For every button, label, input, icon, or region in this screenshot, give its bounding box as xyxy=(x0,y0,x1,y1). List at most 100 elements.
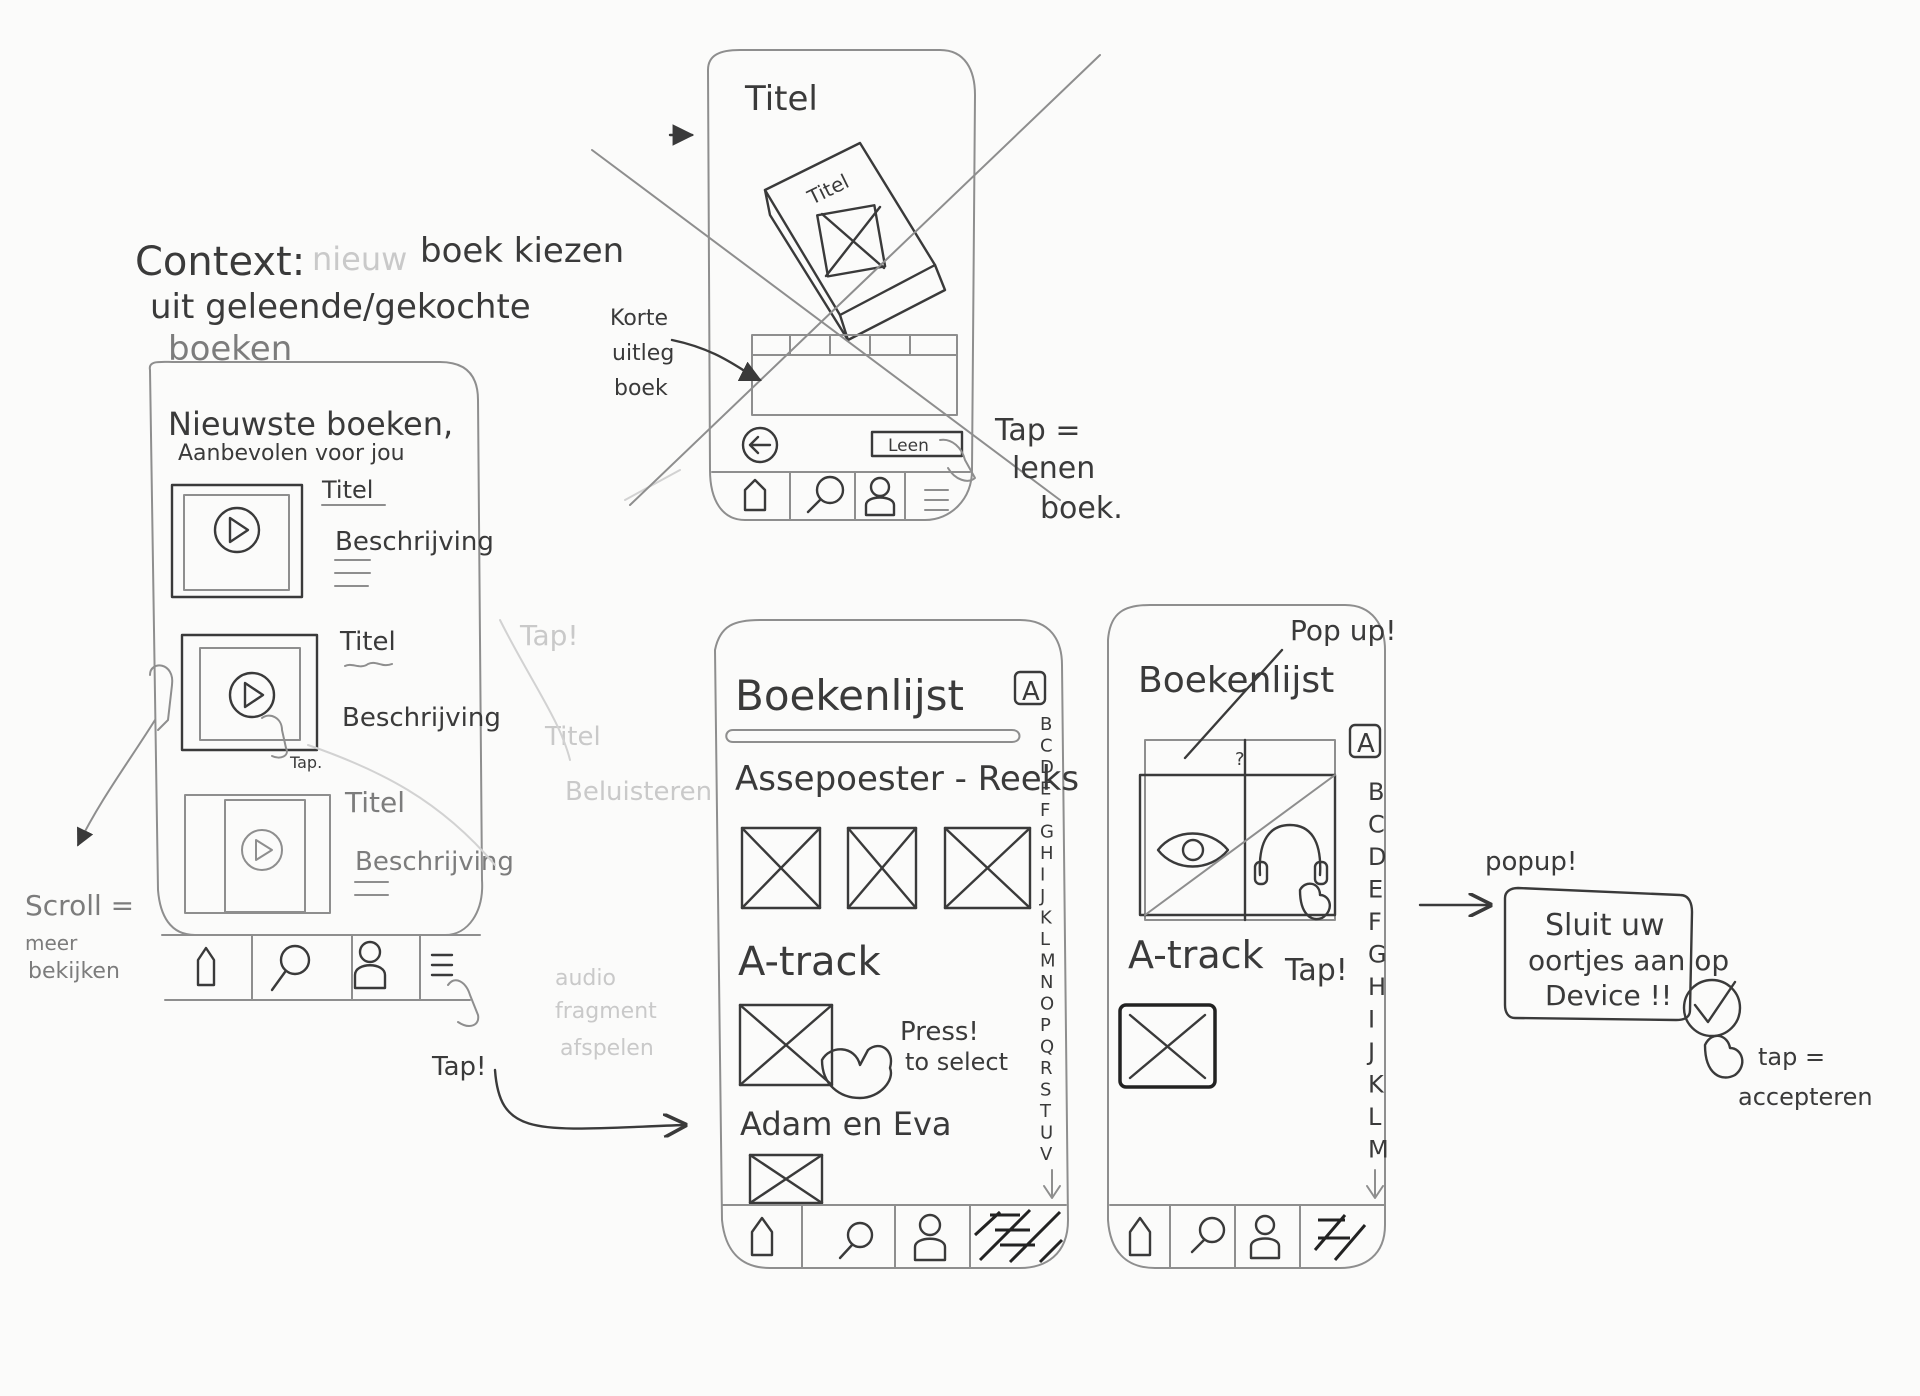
search-icon[interactable] xyxy=(1190,1216,1226,1254)
alphabet-letter[interactable]: K xyxy=(1368,1071,1385,1099)
tap-note: Tap! xyxy=(1284,953,1348,988)
book-cover-placeholder[interactable] xyxy=(738,1003,834,1087)
alphabet-letter[interactable]: G xyxy=(1040,822,1054,843)
home-icon[interactable] xyxy=(1128,1216,1152,1257)
alphabet-letter[interactable]: H xyxy=(1368,973,1386,1001)
alphabet-letter[interactable]: C xyxy=(1040,736,1053,757)
pointer-hand-icon xyxy=(1703,1034,1744,1079)
eye-icon[interactable] xyxy=(1156,832,1230,868)
alphabet-letter[interactable]: D xyxy=(1368,843,1386,871)
menu-icon[interactable] xyxy=(430,953,454,977)
alphabet-letter[interactable]: I xyxy=(1040,865,1045,886)
faint-audio-1: audio xyxy=(555,966,616,991)
profile-icon[interactable] xyxy=(353,940,387,990)
alphabet-letter[interactable]: C xyxy=(1368,811,1385,839)
press-note-2: to select xyxy=(905,1048,1008,1076)
alphabet-letter[interactable]: E xyxy=(1040,779,1051,800)
alphabet-letter[interactable]: Q xyxy=(1040,1037,1054,1058)
home-icon[interactable] xyxy=(196,946,216,987)
popup-phone-frame xyxy=(1107,604,1386,1269)
menu-icon-selected[interactable] xyxy=(1313,1214,1367,1261)
popup-tab-bar xyxy=(1109,1204,1386,1269)
alphabet-letter[interactable]: M xyxy=(1368,1136,1389,1164)
cross-out-line xyxy=(629,54,1101,506)
alphabet-letter[interactable]: N xyxy=(1040,972,1053,993)
alphabet-letter[interactable]: K xyxy=(1040,908,1053,929)
book-cover-placeholder[interactable] xyxy=(740,826,822,910)
book-title: Titel xyxy=(803,169,853,210)
alphabet-letter[interactable]: S xyxy=(1040,1080,1051,1101)
alphabet-letter[interactable]: B xyxy=(1368,778,1384,806)
alphabet-letter[interactable]: D xyxy=(1040,757,1054,778)
video-thumbnail xyxy=(170,483,304,599)
alphabet-letter[interactable]: J xyxy=(1039,886,1045,907)
series-title: Adam en Eva xyxy=(740,1105,952,1143)
alphabet-letter[interactable]: B xyxy=(1040,714,1052,735)
list-item[interactable]: Titel Beschrijving xyxy=(170,476,494,599)
profile-icon[interactable] xyxy=(1249,1214,1281,1260)
home-phone-frame xyxy=(148,360,484,936)
alphabet-letter[interactable]: U xyxy=(1040,1123,1053,1144)
press-hand-icon xyxy=(820,1044,893,1100)
alphabet-letter[interactable]: V xyxy=(1040,1144,1053,1165)
profile-icon[interactable] xyxy=(864,476,896,517)
alphabet-letter[interactable]: I xyxy=(1368,1006,1375,1034)
alphabet-letter[interactable]: G xyxy=(1368,941,1387,969)
alphabet-letter[interactable]: F xyxy=(1368,908,1382,936)
alphabet-letter[interactable]: F xyxy=(1040,800,1050,821)
book-cover-placeholder-selected[interactable] xyxy=(1118,1003,1217,1089)
book-cover-placeholder[interactable] xyxy=(846,826,918,910)
book-cover-placeholder[interactable] xyxy=(943,826,1032,910)
home-icon[interactable] xyxy=(750,1216,774,1257)
menu-icon-selected[interactable] xyxy=(973,1208,1064,1264)
play-icon[interactable] xyxy=(241,829,283,871)
alphabet-letter[interactable]: T xyxy=(1039,1101,1052,1122)
faint-audio-3: afspelen xyxy=(560,1036,654,1061)
video-thumbnail-inner xyxy=(183,494,290,591)
alphabet-letter[interactable]: P xyxy=(1040,1015,1051,1036)
lenen-button[interactable]: Leen xyxy=(870,430,964,458)
alphabet-letter[interactable]: E xyxy=(1368,876,1383,904)
alphabet-letter[interactable]: M xyxy=(1040,951,1056,972)
search-bar xyxy=(725,729,1021,743)
alphabet-letter[interactable]: L xyxy=(1040,929,1050,950)
explain-note-3: boek xyxy=(614,376,668,401)
alphabet-letter[interactable]: R xyxy=(1040,1058,1053,1079)
index-button[interactable]: A xyxy=(1013,670,1047,707)
scroll-note-line1: Scroll = xyxy=(25,889,134,922)
list-item[interactable]: Titel Beschrijving xyxy=(184,786,514,914)
accept-check-button[interactable] xyxy=(1682,978,1742,1038)
alphabet-letter[interactable]: O xyxy=(1040,994,1054,1015)
scroll-down-icon xyxy=(1366,1169,1384,1199)
context-line2: uit geleende/gekochte xyxy=(150,287,531,327)
play-icon[interactable] xyxy=(228,671,276,719)
alphabet-letter[interactable]: H xyxy=(1040,843,1054,864)
search-icon[interactable] xyxy=(838,1221,874,1260)
cross-out-line xyxy=(591,149,1061,501)
search-icon[interactable] xyxy=(270,944,311,992)
list-item[interactable]: Tap. Titel Beschrijving xyxy=(180,627,501,772)
index-button[interactable]: A xyxy=(1348,723,1382,759)
menu-icon[interactable] xyxy=(924,489,949,511)
item-title: Titel xyxy=(321,476,373,504)
profile-icon[interactable] xyxy=(913,1213,947,1262)
tap-hint: Tap. xyxy=(289,753,322,772)
book-cover-placeholder[interactable] xyxy=(748,1153,824,1205)
home-icon[interactable] xyxy=(743,478,767,512)
back-button[interactable] xyxy=(741,426,779,464)
popup-message-line3: Device !! xyxy=(1545,979,1672,1012)
video-thumbnail-inner xyxy=(199,647,301,741)
home-subheading: Aanbevolen voor jou xyxy=(178,441,405,466)
play-icon[interactable] xyxy=(213,506,261,554)
faint-erased-notes: Tap! Titel Beluisteren audio fragment af… xyxy=(499,469,712,1061)
headphones-icon[interactable] xyxy=(1253,823,1329,886)
scroll-finger-icon xyxy=(149,664,174,731)
alphabet-letter[interactable]: L xyxy=(1368,1103,1382,1131)
item-title: Titel xyxy=(344,786,405,819)
alphabet-letter[interactable]: J xyxy=(1366,1038,1375,1066)
search-icon[interactable] xyxy=(806,475,845,514)
